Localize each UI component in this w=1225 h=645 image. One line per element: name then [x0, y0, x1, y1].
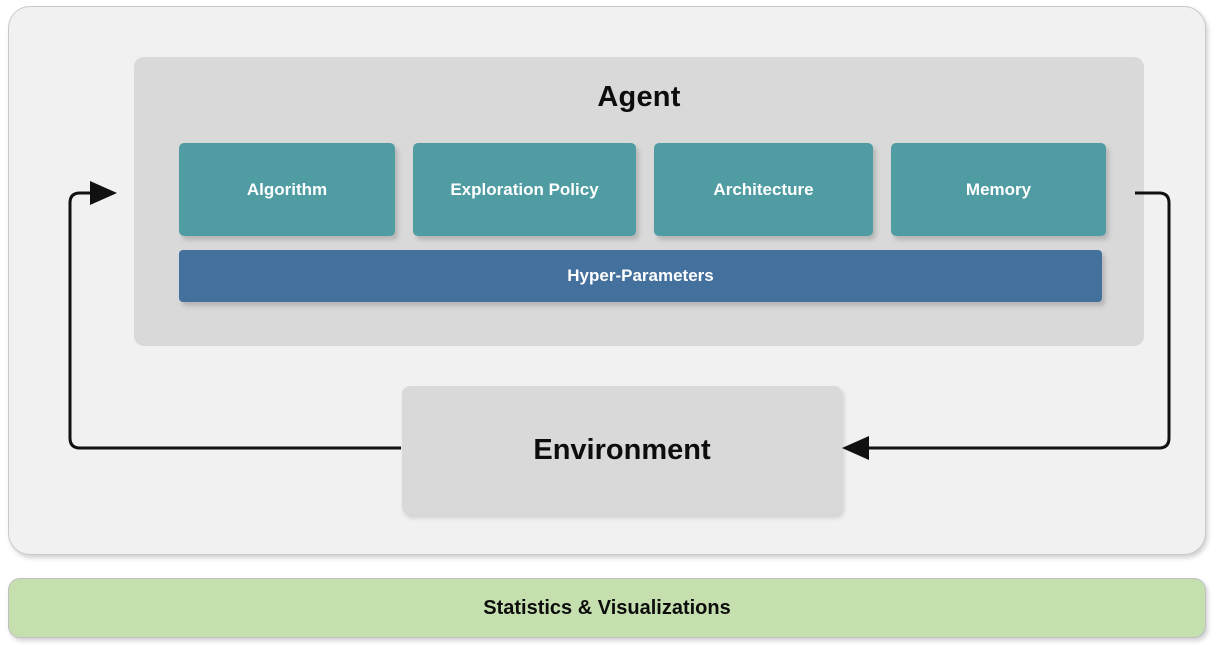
agent-title: Agent — [597, 81, 681, 113]
agent-component-architecture[interactable]: Architecture — [654, 143, 873, 236]
agent-component-memory[interactable]: Memory — [891, 143, 1106, 236]
statistics-visualizations-label: Statistics & Visualizations — [483, 596, 731, 619]
agent-component-exploration-policy[interactable]: Exploration Policy — [413, 143, 636, 236]
agent-panel: Agent Algorithm Exploration Policy Archi… — [134, 57, 1144, 346]
agent-component-architecture-label: Architecture — [713, 179, 814, 199]
statistics-visualizations-bar[interactable]: Statistics & Visualizations — [8, 578, 1206, 638]
agent-component-row: Algorithm Exploration Policy Architectur… — [179, 143, 1106, 236]
agent-component-memory-label: Memory — [965, 179, 1032, 199]
agent-hyperparameters-bar[interactable]: Hyper-Parameters — [179, 250, 1102, 302]
agent-hyperparameters-label: Hyper-Parameters — [567, 266, 714, 285]
agent-component-algorithm-label: Algorithm — [246, 179, 328, 199]
environment-label: Environment — [533, 434, 711, 466]
agent-component-algorithm[interactable]: Algorithm — [179, 143, 395, 236]
agent-component-exploration-policy-label: Exploration Policy — [450, 179, 599, 199]
rl-system-container: Agent Algorithm Exploration Policy Archi… — [8, 6, 1206, 555]
environment-block[interactable]: Environment — [402, 386, 842, 515]
